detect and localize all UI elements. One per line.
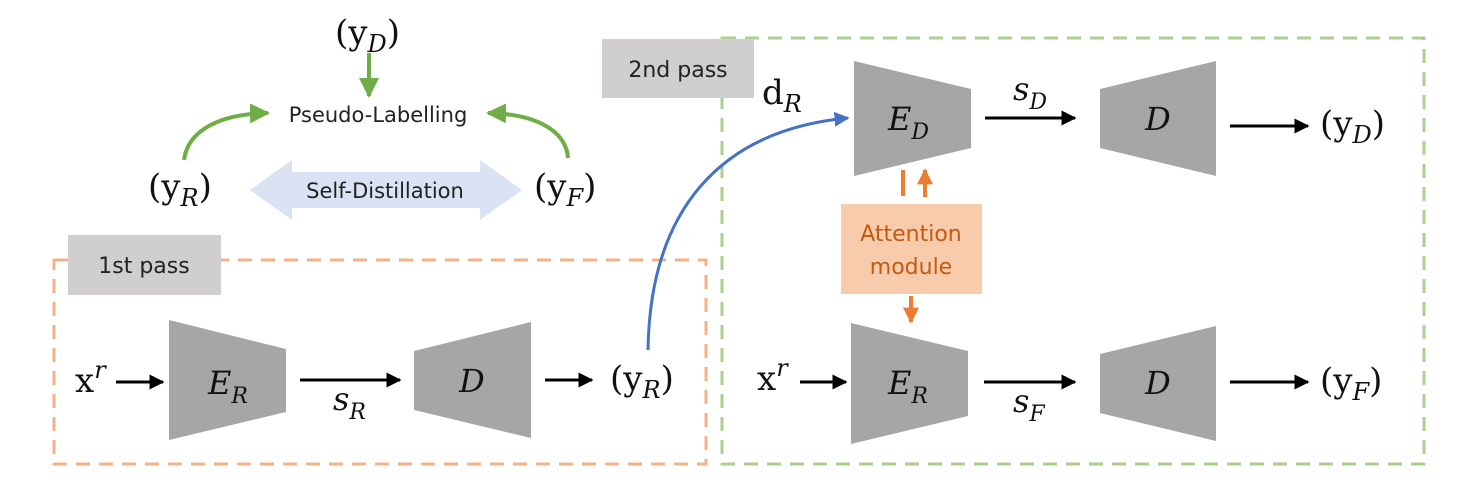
feedback-curve-arrow — [646, 111, 850, 351]
second-pass-encoder-d-label: ED — [887, 100, 929, 145]
second-pass-region — [720, 36, 1426, 466]
first-pass-input-label: xr — [75, 356, 107, 401]
second-pass-decoder-f-label: D — [1144, 364, 1171, 402]
second-pass-encoder-f-block — [851, 323, 968, 444]
second-pass-tag — [602, 39, 754, 98]
second-pass-decoder-d-block — [1100, 61, 1216, 176]
second-pass-decoder-f-block — [1100, 326, 1216, 441]
second-pass-encoder-f-label: ER — [887, 364, 928, 409]
y-d-top-label: (yD) — [335, 13, 400, 58]
y-r-left-label: (yR) — [148, 167, 212, 212]
first-pass-region — [52, 258, 708, 466]
second-pass-output-d-label: (yD) — [1320, 104, 1385, 149]
attention-module-line2: module — [870, 255, 952, 280]
second-pass-d-input-label: dR — [762, 73, 802, 118]
first-pass-tag — [68, 235, 221, 295]
second-pass-latent-d-label: sD — [1013, 70, 1047, 115]
first-pass-decoder-block — [414, 322, 531, 438]
attention-module-line1: Attention — [860, 222, 962, 247]
second-pass-latent-f-label: sF — [1013, 382, 1045, 427]
y-r-to-pseudo-arrow — [182, 103, 270, 161]
second-pass-decoder-d-label: D — [1144, 100, 1171, 138]
self-distillation-label: Self-Distillation — [306, 179, 464, 203]
first-pass-decoder-label: D — [458, 362, 485, 400]
y-f-to-pseudo-arrow — [486, 103, 570, 159]
attention-module-box — [841, 204, 982, 294]
y-f-right-label: (yF) — [534, 167, 596, 212]
first-pass-encoder-block — [169, 320, 286, 440]
first-pass-encoder-label: ER — [207, 364, 248, 409]
self-distillation-double-arrow — [250, 160, 522, 220]
second-pass-output-f-label: (yF) — [1320, 361, 1382, 406]
second-pass-label: 2nd pass — [628, 58, 727, 83]
second-pass-input-f-label: xr — [757, 354, 789, 399]
first-pass-label: 1st pass — [98, 254, 189, 279]
pseudo-labelling-label: Pseudo-Labelling — [289, 103, 468, 127]
first-pass-latent-label: sR — [333, 380, 366, 425]
first-pass-output-label: (yR) — [610, 359, 674, 404]
second-pass-encoder-d-block — [854, 61, 971, 176]
